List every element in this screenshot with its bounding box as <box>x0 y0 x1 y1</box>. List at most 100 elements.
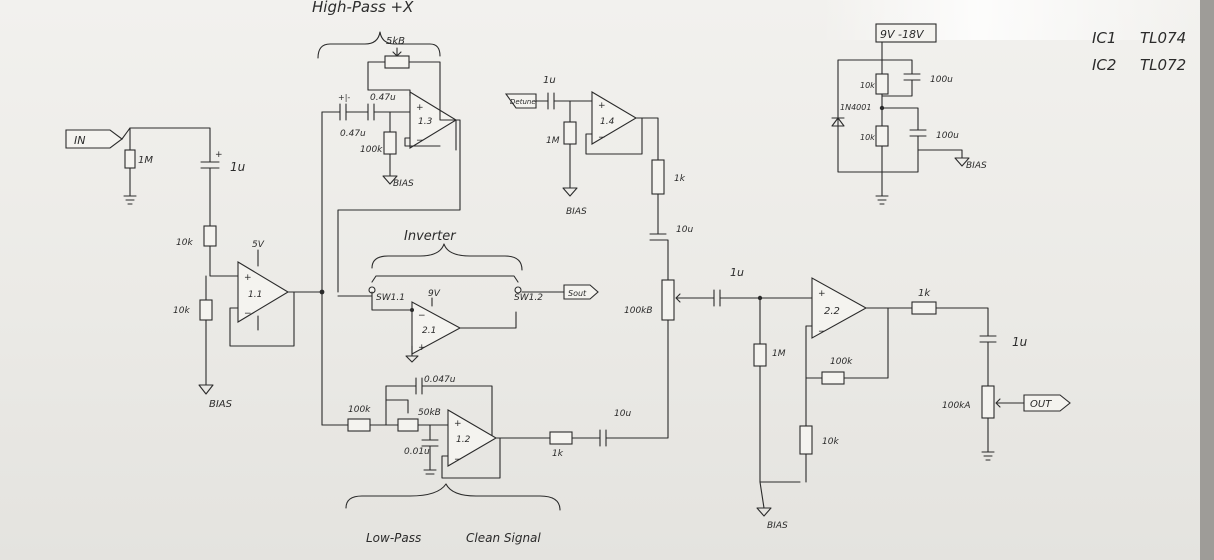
lowpass-brace <box>345 483 561 511</box>
r-out <box>911 301 937 315</box>
pot-mix <box>661 279 675 321</box>
svg-text:−: − <box>416 136 424 146</box>
svg-text:2.1: 2.1 <box>422 326 436 336</box>
svg-text:10u: 10u <box>614 409 631 419</box>
ic2-part: TL072 <box>1140 56 1186 74</box>
opamp-1-4 <box>591 91 638 145</box>
svg-text:100k: 100k <box>830 357 853 367</box>
svg-text:9V: 9V <box>428 289 441 299</box>
svg-text:1M: 1M <box>546 136 560 146</box>
svg-text:Detune: Detune <box>510 98 536 106</box>
opamp-2-2 <box>811 277 868 339</box>
svg-text:0.47u: 0.47u <box>340 129 366 139</box>
supply-label-box <box>875 23 937 43</box>
svg-text:10k: 10k <box>176 238 193 248</box>
svg-text:1u: 1u <box>543 75 556 86</box>
svg-text:100kB: 100kB <box>624 306 653 316</box>
lowpass-stage: 100k 50kB 0.047u 0.01u + − 1.2 1k <box>321 319 669 545</box>
svg-text:+: + <box>416 103 424 113</box>
svg-text:BIAS: BIAS <box>393 179 414 189</box>
svg-text:BIAS: BIAS <box>966 161 987 171</box>
svg-text:−: − <box>418 311 426 321</box>
svg-text:1u: 1u <box>730 266 744 279</box>
svg-text:2.2: 2.2 <box>824 306 840 317</box>
svg-text:+: + <box>454 419 462 429</box>
switch-lever[interactable] <box>371 275 519 283</box>
r-fb <box>821 371 845 385</box>
svg-text:0.47u: 0.47u <box>370 93 396 103</box>
opamp-1-1 <box>237 261 290 323</box>
ic-list: IC1 TL074 IC2 TL072 <box>1092 29 1186 74</box>
svg-text:100u: 100u <box>936 131 959 141</box>
svg-text:1M: 1M <box>138 155 153 166</box>
svg-text:BIAS: BIAS <box>566 207 587 217</box>
opamp-1-2 <box>447 409 498 467</box>
svg-text:1k: 1k <box>918 288 931 299</box>
svg-text:Sout: Sout <box>568 289 587 298</box>
r-lp <box>347 418 371 432</box>
svg-text:9V -18V: 9V -18V <box>880 28 925 41</box>
r-mix-bias <box>753 343 767 367</box>
ic1-part: TL074 <box>1140 29 1186 47</box>
svg-text:−: − <box>818 327 826 337</box>
power-supply: 9V -18V 10k 100u 10k 100u 1N4001 BIAS <box>831 23 987 205</box>
svg-text:10u: 10u <box>676 225 693 235</box>
inverter-brace <box>371 243 523 271</box>
svg-text:1.1: 1.1 <box>248 290 262 300</box>
r-gnd <box>799 425 813 455</box>
ps-r2 <box>875 125 889 147</box>
svg-text:BIAS: BIAS <box>767 521 788 531</box>
svg-text:Inverter: Inverter <box>404 229 457 244</box>
pot-lp <box>397 418 419 432</box>
svg-text:−: − <box>244 309 252 319</box>
highpass-title: High-Pass +X <box>312 0 414 16</box>
r-det <box>563 121 577 145</box>
in-port <box>65 129 123 149</box>
in-port-label: IN <box>74 134 85 147</box>
opamp-2-1 <box>411 301 462 355</box>
svg-text:10k: 10k <box>173 306 190 316</box>
pot-vol <box>981 385 995 419</box>
svg-text:+: + <box>598 101 606 111</box>
svg-text:+|-: +|- <box>338 93 350 102</box>
r-in <box>124 149 136 169</box>
svg-text:1u: 1u <box>230 160 246 174</box>
ps-r1 <box>875 73 889 95</box>
svg-text:1.3: 1.3 <box>418 117 433 127</box>
svg-text:50kB: 50kB <box>418 408 441 418</box>
sout-port <box>563 284 599 300</box>
r-bias <box>199 299 213 321</box>
svg-text:BIAS: BIAS <box>209 399 233 410</box>
edge-strip <box>1200 0 1214 560</box>
svg-text:+: + <box>818 289 826 299</box>
svg-text:1M: 1M <box>772 349 786 359</box>
detune-port <box>504 93 537 109</box>
ic1-ref: IC1 <box>1092 29 1116 47</box>
ic2-ref: IC2 <box>1092 56 1116 74</box>
svg-text:5V: 5V <box>252 240 265 250</box>
opamp-1-3 <box>409 91 458 149</box>
svg-text:−: − <box>454 455 462 465</box>
svg-text:1N4001: 1N4001 <box>840 103 871 112</box>
svg-text:10k: 10k <box>860 133 875 142</box>
pot-hp <box>384 55 410 69</box>
r-det-out <box>651 159 665 195</box>
highpass-brace <box>317 31 441 59</box>
highpass-stage: +|- 0.47u 0.47u 100k BIAS + − 1.3 5kB <box>321 36 461 293</box>
svg-text:1k: 1k <box>674 174 686 184</box>
svg-text:Clean Signal: Clean Signal <box>466 531 541 545</box>
svg-text:10k: 10k <box>860 81 875 90</box>
svg-text:1u: 1u <box>1012 335 1028 349</box>
svg-text:+: + <box>418 343 426 353</box>
svg-text:100k: 100k <box>348 405 371 415</box>
r-hp <box>383 131 397 155</box>
mix-stage: 100kB 1u 1M BIAS <box>624 266 813 531</box>
svg-text:5kB: 5kB <box>386 36 405 47</box>
svg-text:100u: 100u <box>930 75 953 85</box>
svg-text:SW1.2: SW1.2 <box>514 293 543 303</box>
svg-text:+: + <box>244 273 252 283</box>
svg-text:100k: 100k <box>360 145 383 155</box>
output-stage: + − 2.2 100k 10k 1k 1u 100kA OUT <box>799 277 1071 483</box>
